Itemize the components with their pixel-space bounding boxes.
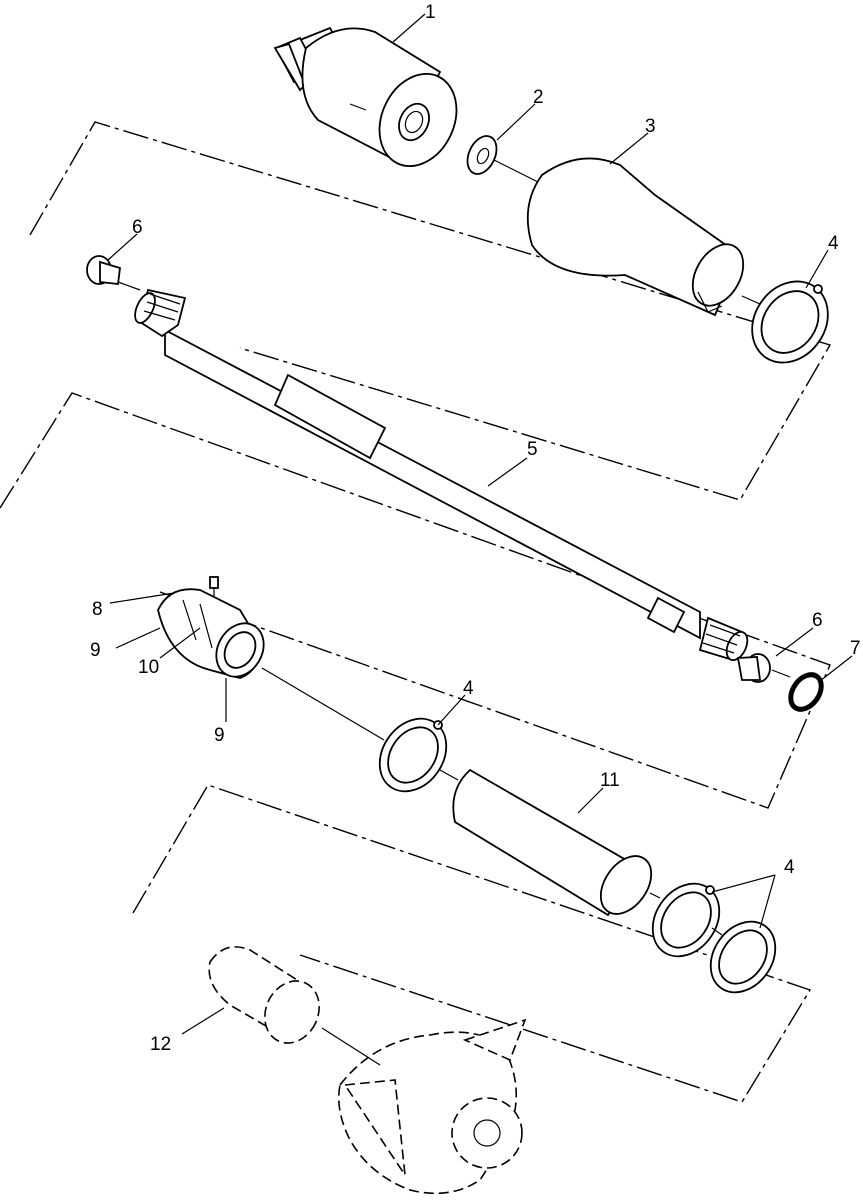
callout-12: 12 [150, 1034, 171, 1055]
callout-5: 5 [527, 439, 538, 460]
part-8-grease-fitting [209, 576, 219, 596]
boundary-lower [132, 784, 812, 1103]
callout-9: 9 [214, 725, 225, 746]
callout-10: 10 [138, 657, 159, 678]
part-6-plug-right [736, 653, 771, 683]
part-4-clamp-middle [378, 717, 448, 793]
callout-1: 1 [425, 2, 436, 23]
callout-4: 4 [463, 678, 474, 699]
callout-11: 11 [600, 770, 620, 791]
assembly-lines [117, 281, 791, 1066]
callout-2: 2 [533, 87, 544, 108]
boundary-middle [0, 392, 831, 809]
part-12-coupler [208, 946, 320, 1044]
callout-6: 6 [812, 610, 823, 631]
callout-3: 3 [645, 116, 656, 137]
part-7-o-ring [788, 672, 824, 712]
impeller-phantom [337, 1018, 527, 1195]
callout-8: 8 [92, 599, 103, 620]
leader-lines [107, 13, 853, 1035]
part-4-clamp-lower-b [709, 920, 777, 994]
callout-labels: 1 2 3 4 6 5 6 7 8 9 10 9 4 11 4 12 [90, 2, 861, 1055]
part-6-plug-left [86, 255, 121, 285]
part-1-coupler [273, 26, 458, 167]
part-11-tube [452, 768, 653, 917]
callout-9: 9 [90, 640, 101, 661]
callout-4: 4 [784, 857, 795, 878]
part-9-10-bearing-housing [157, 588, 265, 679]
part-5-driveshaft [134, 288, 749, 662]
part-2-washer [466, 135, 541, 184]
part-3-boot [526, 157, 745, 317]
boundary-upper [29, 121, 832, 501]
callout-4: 4 [828, 233, 839, 254]
callout-6: 6 [132, 217, 143, 238]
part-4-clamp-upper [751, 280, 829, 364]
callout-7: 7 [850, 638, 861, 659]
